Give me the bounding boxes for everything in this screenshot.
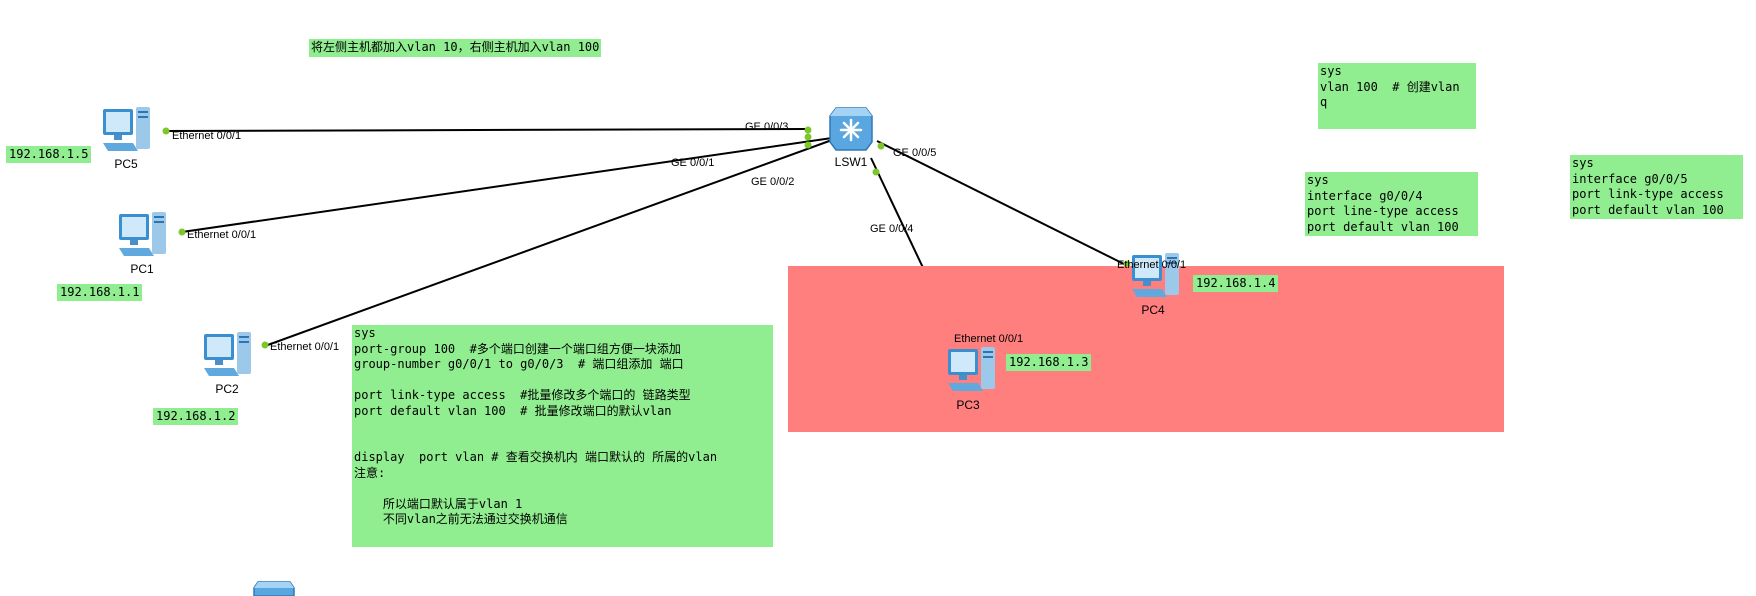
ip-label-pc2: 192.168.1.2	[153, 408, 239, 425]
device-label-lsw1: LSW1	[834, 155, 868, 169]
ip-label-pc5: 192.168.1.5	[6, 146, 92, 163]
port-dot-ge5	[877, 142, 885, 150]
port-dot-pc5	[162, 127, 170, 135]
port-label-ge3: GE 0/0/3	[745, 121, 789, 133]
port-dot-pc4	[1123, 260, 1131, 268]
ip-label-pc4: 192.168.1.4	[1193, 275, 1279, 292]
port-label-ge1: GE 0/0/1	[671, 157, 715, 169]
port-label-ge4: GE 0/0/4	[870, 223, 914, 235]
pc-icon[interactable]	[100, 105, 156, 157]
port-label-pc5: Ethernet 0/0/1	[172, 130, 242, 142]
device-label-pc2: PC2	[215, 382, 239, 396]
port-dot-pc1	[178, 228, 186, 236]
switch-icon[interactable]	[252, 580, 296, 596]
link-pc5-ge3[interactable]	[165, 128, 809, 132]
port-dot-ge2	[804, 141, 812, 149]
port-label-pc1: Ethernet 0/0/1	[187, 229, 257, 241]
port-dot-pc2	[261, 341, 269, 349]
pc-icon[interactable]	[201, 330, 257, 382]
port-dot-ge4	[872, 168, 880, 176]
device-label-pc1: PC1	[130, 262, 154, 276]
ip-label-pc3: 192.168.1.3	[1006, 354, 1092, 371]
port-label-ge5: GE 0/0/5	[893, 147, 937, 159]
link-pc1-ge1[interactable]	[181, 137, 833, 233]
device-label-pc5: PC5	[114, 157, 138, 171]
port-label-pc3: Ethernet 0/0/1	[954, 333, 1024, 345]
pc4-config-note: sys interface g0/0/5 port link-type acce…	[1570, 155, 1743, 219]
device-label-pc4: PC4	[1141, 303, 1165, 317]
pc-icon[interactable]	[116, 210, 172, 262]
pc3-config-note: sys interface g0/0/4 port line-type acce…	[1305, 172, 1478, 236]
link-pc2-ge2[interactable]	[264, 139, 833, 347]
ip-label-pc1: 192.168.1.1	[57, 284, 143, 301]
switch-icon[interactable]	[828, 106, 874, 152]
create-vlan-note: sys vlan 100 # 创建vlan q	[1318, 63, 1476, 129]
port-dot-ge3	[804, 126, 812, 134]
device-label-pc3: PC3	[956, 398, 980, 412]
pc-icon[interactable]	[945, 345, 1001, 397]
port-dot-ge1	[804, 133, 812, 141]
port-label-ge2: GE 0/0/2	[751, 176, 795, 188]
link-pc4-ge5[interactable]	[876, 140, 1129, 267]
title-note: 将左侧主机都加入vlan 10，右侧主机加入vlan 100	[309, 39, 602, 57]
port-group-note: sys port-group 100 #多个端口创建一个端口组方便一块添加 gr…	[352, 325, 773, 547]
port-label-pc2: Ethernet 0/0/1	[270, 341, 340, 353]
pc-icon[interactable]	[1129, 251, 1185, 303]
port-label-pc4: Ethernet 0/0/1	[1117, 259, 1187, 271]
port-dots	[162, 126, 1131, 349]
